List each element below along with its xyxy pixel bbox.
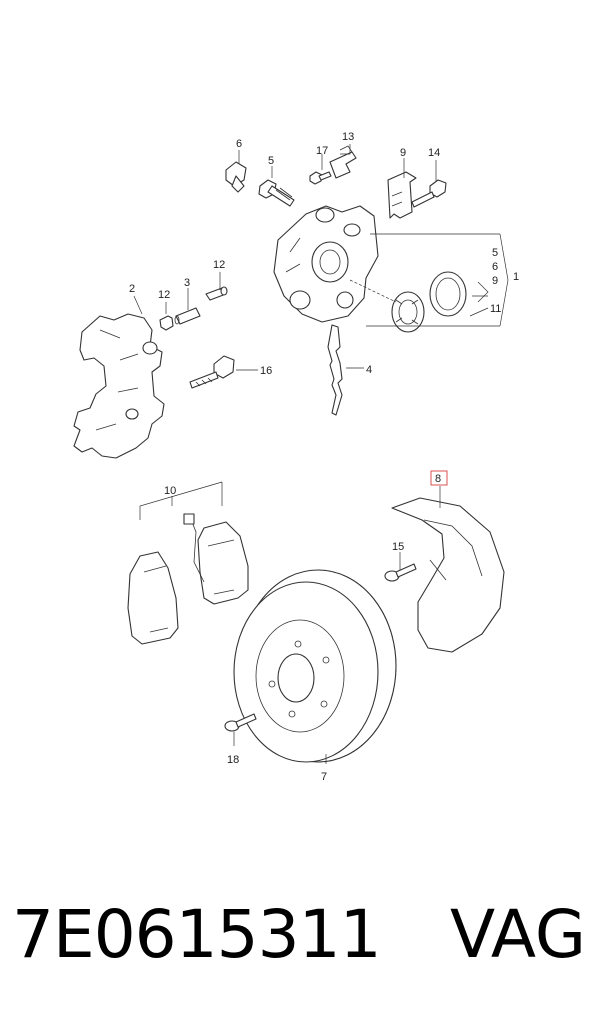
callout-17: 17 [316,145,328,157]
exploded-brake-diagram: 6 5 17 13 9 14 2 12 3 12 16 4 5 6 9 11 1… [73,131,519,783]
callout-14: 14 [428,147,440,159]
part-15-bolt [384,563,417,582]
part-14-bolt [411,179,447,208]
callout-12-right: 12 [213,259,225,271]
part-7-brake-rotor [233,569,397,763]
callout-10: 10 [164,485,176,497]
part-12-bushing-left [159,315,174,331]
callout-18: 18 [227,754,239,766]
callout-15: 15 [392,541,404,553]
brand-label: VAG [449,896,586,973]
part-5-bleeder-screw [258,179,295,207]
footer: 7E0615311 VAG [0,885,600,985]
part-17-bolt [309,171,332,185]
part-11-piston [391,291,425,333]
callout-8: 8 [435,473,441,485]
callout-8-highlight-box [430,470,448,486]
part-12-bushing-right [205,286,228,301]
part-9-cover [387,171,417,219]
part-13-bracket [329,145,357,179]
part-10-brake-pad-left [127,551,179,645]
callout-1: 1 [513,271,519,283]
part-3-guide-pin [174,307,201,325]
callout-group-5: 5 [492,247,498,259]
callout-6: 6 [236,138,242,150]
callout-5: 5 [268,155,274,167]
callout-3: 3 [184,277,190,289]
part-16-bolt [189,355,235,389]
callout-4: 4 [366,364,372,376]
callout-12-left: 12 [158,289,170,301]
part-18-screw [224,713,257,732]
part-8-splash-shield [391,497,505,653]
part-number: 7E0615311 [12,896,382,973]
caliper-housing [273,205,379,323]
part-9-seal-ring [429,271,467,317]
part-6-bleeder-cap [225,161,247,193]
callout-7: 7 [321,771,327,783]
callout-group-11: 11 [490,303,501,315]
callout-group-9: 9 [492,275,498,287]
part-10-brake-pad-right [183,513,249,605]
callout-group-6: 6 [492,261,498,273]
callout-16: 16 [260,365,272,377]
part-4-spring-clip [327,324,343,416]
callout-2: 2 [129,283,135,295]
part-2-brake-carrier [73,313,165,459]
callout-9: 9 [400,147,406,159]
callout-13: 13 [342,131,354,143]
